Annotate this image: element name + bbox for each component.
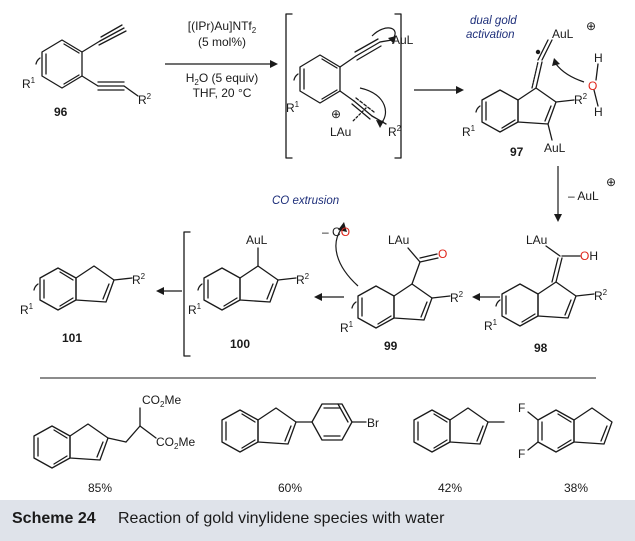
r2-label: R2 bbox=[450, 290, 464, 305]
r1-label: R1 bbox=[22, 76, 36, 91]
example-difluoroindene: F F 38% bbox=[518, 401, 613, 495]
minus-co-label: – CO bbox=[322, 225, 350, 239]
water-label: H2O (5 equiv) bbox=[186, 71, 258, 87]
r2-label: R2 bbox=[388, 124, 402, 139]
h-label: H bbox=[594, 51, 603, 65]
o-label: O bbox=[438, 247, 447, 261]
dual-gold-intermediate: AuL LAu ⊕ R1 R2 bbox=[285, 13, 414, 159]
r1-label: R1 bbox=[484, 318, 498, 333]
caption-bar: Scheme 24 Reaction of gold vinylidene sp… bbox=[0, 500, 635, 541]
r1-label: R1 bbox=[188, 302, 202, 317]
compound-number-99: 99 bbox=[384, 339, 398, 353]
aul-label: AuL bbox=[544, 141, 566, 155]
caption-number: Scheme 24 bbox=[12, 510, 96, 527]
minus-aul-label: – AuL bbox=[568, 189, 599, 203]
compound-number-97: 97 bbox=[510, 145, 524, 159]
catalyst-label: [(IPr)Au]NTf2 bbox=[188, 19, 257, 35]
r1-label: R1 bbox=[340, 320, 354, 335]
r1-label: R1 bbox=[286, 100, 300, 115]
compound-96: R1 R2 96 bbox=[22, 24, 152, 119]
compound-97: dual gold activation AuL ⊕ H O H R2 R1 A… bbox=[462, 15, 603, 159]
lau-label: LAu bbox=[388, 233, 409, 247]
plus-charge: ⊕ bbox=[331, 107, 341, 121]
yield-label: 60% bbox=[278, 481, 302, 495]
r1-label: R1 bbox=[462, 124, 476, 139]
aul-label: AuL bbox=[552, 27, 574, 41]
r2-label: R2 bbox=[574, 92, 588, 107]
br-label: Br bbox=[367, 416, 379, 430]
o-label: O bbox=[588, 79, 597, 93]
compound-101: R2 R1 101 bbox=[20, 265, 146, 345]
dual-gold-annotation: dual gold bbox=[470, 15, 517, 27]
yield-label: 42% bbox=[438, 481, 462, 495]
aul-label: AuL bbox=[246, 233, 268, 247]
r1-label: R1 bbox=[20, 302, 34, 317]
solvent-temperature: THF, 20 °C bbox=[193, 86, 252, 100]
ester-label: CO2Me bbox=[156, 435, 195, 451]
lau-label: LAu bbox=[330, 125, 351, 139]
yield-label: 85% bbox=[88, 481, 112, 495]
r2-label: R2 bbox=[132, 272, 146, 287]
r2-label: R2 bbox=[594, 288, 608, 303]
plus-charge: ⊕ bbox=[586, 19, 596, 33]
compound-100: AuL R2 R1 100 bbox=[183, 231, 310, 357]
ester-label: CO2Me bbox=[142, 393, 181, 409]
compound-number-101: 101 bbox=[62, 331, 82, 345]
activation-annotation: activation bbox=[466, 29, 515, 41]
caption-text: Reaction of gold vinylidene species with… bbox=[118, 510, 445, 527]
example-bromophenyl: Br 60% bbox=[221, 403, 379, 495]
example-malonate: CO2Me CO2Me 85% bbox=[33, 393, 195, 495]
r2-label: R2 bbox=[138, 92, 152, 107]
h-label: H bbox=[594, 105, 603, 119]
lau-label: LAu bbox=[526, 233, 547, 247]
compound-99: CO extrusion LAu O R2 R1 99 bbox=[272, 195, 464, 353]
f-label: F bbox=[518, 401, 525, 415]
arrow-to-98: – AuL ⊕ bbox=[554, 166, 616, 222]
catalyst-loading: (5 mol%) bbox=[198, 35, 246, 49]
compound-number-96: 96 bbox=[54, 105, 68, 119]
compound-number-100: 100 bbox=[230, 337, 250, 351]
co-extrusion-arrow: – CO bbox=[322, 222, 359, 287]
compound-number-98: 98 bbox=[534, 341, 548, 355]
r2-label: R2 bbox=[296, 272, 310, 287]
oh-label: OH bbox=[580, 249, 598, 263]
yield-label: 38% bbox=[564, 481, 588, 495]
f-label: F bbox=[518, 447, 525, 461]
co-extrusion-annotation: CO extrusion bbox=[272, 195, 339, 207]
reaction-conditions: [(IPr)Au]NTf2 (5 mol%) H2O (5 equiv) THF… bbox=[165, 19, 278, 100]
compound-98: LAu OH R2 R1 98 bbox=[484, 233, 608, 355]
plus-charge: ⊕ bbox=[606, 175, 616, 189]
aul-label: AuL bbox=[392, 33, 414, 47]
example-methylindene: 42% bbox=[413, 407, 505, 495]
